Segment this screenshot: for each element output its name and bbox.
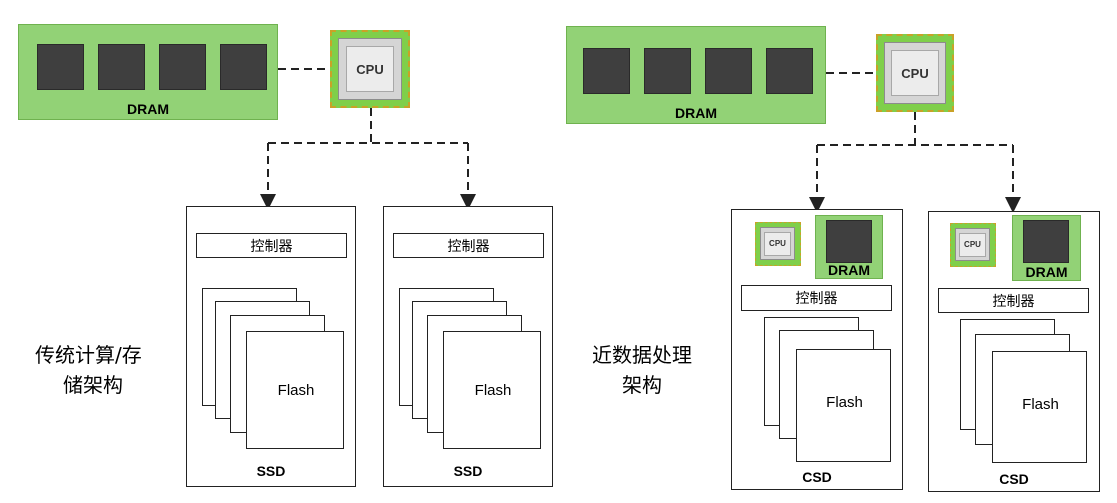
flash-chip: Flash (796, 349, 891, 462)
right-caption: 近数据处理 架构 (592, 340, 722, 400)
left-cpu: CPU (330, 30, 410, 108)
ssd-drive: 控制器 Flash SSD (186, 206, 356, 487)
csd-cpu: CPU (950, 223, 996, 267)
mini-cpu-label: CPU (764, 231, 791, 256)
mini-dram-label: DRAM (828, 262, 870, 278)
ssd-drive: 控制器 Flash SSD (383, 206, 553, 487)
dram-chip (644, 48, 691, 94)
flash-label: Flash (1022, 396, 1059, 413)
controller-box: 控制器 (741, 285, 892, 311)
cpu-die: CPU (884, 42, 946, 104)
csd-dram: DRAM (1012, 215, 1081, 281)
cpu-die: CPU (955, 228, 990, 261)
dram-chip (98, 44, 145, 90)
dram-label: DRAM (675, 105, 717, 121)
dram-chip (220, 44, 267, 90)
right-caption-line2: 架构 (622, 373, 662, 397)
flash-chip: Flash (443, 331, 541, 449)
dram-label: DRAM (127, 101, 169, 117)
csd-drive: CPU DRAM 控制器 Flash CSD (928, 211, 1100, 492)
right-dram-module: DRAM (566, 26, 826, 124)
flash-chip: Flash (992, 351, 1087, 463)
csd-label: CSD (999, 471, 1029, 487)
left-dram-module: DRAM (18, 24, 278, 120)
csd-drive: CPU DRAM 控制器 Flash CSD (731, 209, 903, 490)
cpu-die: CPU (760, 227, 795, 260)
left-caption-line2: 储架构 (63, 373, 123, 397)
csd-label: CSD (802, 469, 832, 485)
dram-chip (705, 48, 752, 94)
mini-dram-label: DRAM (1025, 264, 1068, 280)
ssd-label: SSD (453, 463, 483, 479)
csd-dram: DRAM (815, 215, 883, 279)
flash-label: Flash (826, 394, 863, 411)
flash-chip: Flash (246, 331, 344, 449)
flash-label: Flash (474, 382, 512, 399)
dram-chip (583, 48, 630, 94)
cpu-die: CPU (338, 38, 402, 100)
dram-chip (1023, 220, 1069, 263)
dram-chip (826, 220, 872, 263)
controller-box: 控制器 (393, 233, 544, 258)
flash-label: Flash (277, 382, 315, 399)
controller-box: 控制器 (938, 288, 1089, 313)
dram-chip (159, 44, 206, 90)
right-cpu: CPU (876, 34, 954, 112)
right-caption-line1: 近数据处理 (592, 343, 692, 367)
dram-chip (37, 44, 84, 90)
ssd-label: SSD (256, 463, 286, 479)
cpu-label: CPU (891, 50, 939, 96)
controller-box: 控制器 (196, 233, 347, 258)
mini-cpu-label: CPU (959, 232, 986, 257)
left-caption-line1: 传统计算/存 (35, 343, 142, 367)
left-caption: 传统计算/存 储架构 (35, 340, 175, 400)
dram-chip (766, 48, 813, 94)
cpu-label: CPU (346, 46, 394, 92)
csd-cpu: CPU (755, 222, 801, 266)
